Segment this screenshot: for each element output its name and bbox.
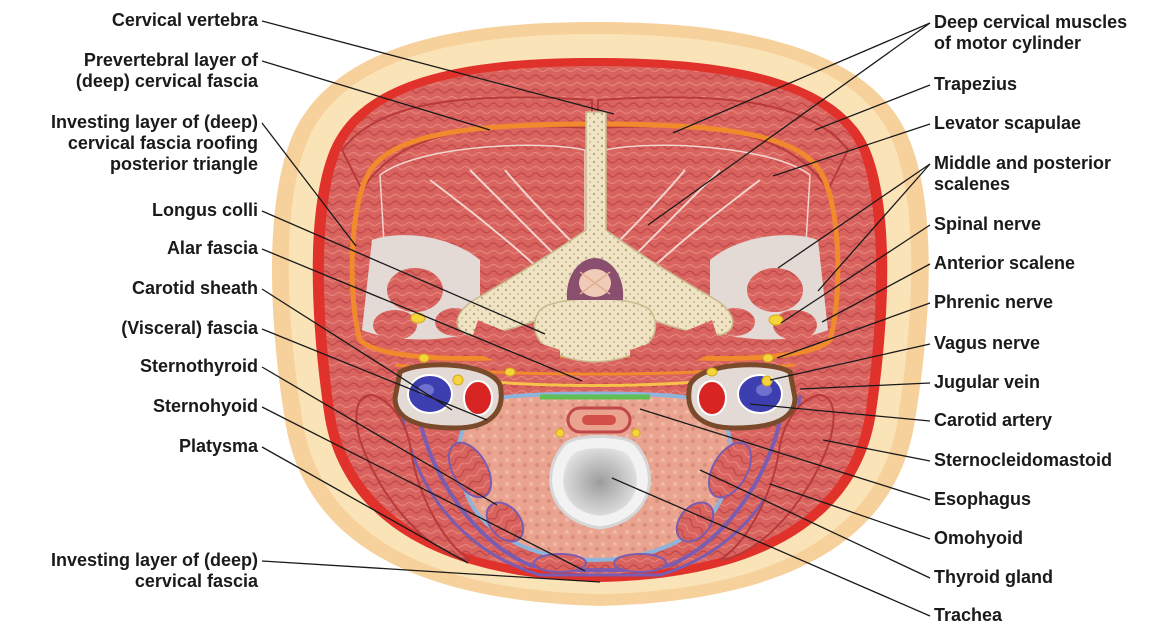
label-visceral-fascia: (Visceral) fascia xyxy=(121,318,258,339)
label-alar-fascia: Alar fascia xyxy=(167,238,258,259)
carotid-artery-right xyxy=(698,381,726,415)
label-omohyoid: Omohyoid xyxy=(934,528,1023,549)
label-investing-layer-roof: Investing layer of (deep)cervical fascia… xyxy=(51,112,258,175)
label-carotid-sheath: Carotid sheath xyxy=(132,278,258,299)
spinal-nerve-right xyxy=(769,315,783,325)
phrenic-nerve-right xyxy=(763,354,773,362)
label-sternothyroid: Sternothyroid xyxy=(140,356,258,377)
phrenic-nerve-left xyxy=(419,354,429,362)
label-prevertebral-layer: Prevertebral layer of(deep) cervical fas… xyxy=(76,50,258,92)
label-spinal-nerve: Spinal nerve xyxy=(934,214,1041,235)
label-levator-scapulae: Levator scapulae xyxy=(934,113,1081,134)
carotid-artery-left xyxy=(464,381,492,415)
label-cervical-vertebra: Cervical vertebra xyxy=(112,10,258,31)
label-sternohyoid: Sternohyoid xyxy=(153,396,258,417)
label-trapezius: Trapezius xyxy=(934,74,1017,95)
label-jugular-vein: Jugular vein xyxy=(934,372,1040,393)
label-sternocleidomastoid: Sternocleidomastoid xyxy=(934,450,1112,471)
label-trachea: Trachea xyxy=(934,605,1002,626)
vagus-nerve-right xyxy=(762,376,772,386)
label-phrenic-nerve: Phrenic nerve xyxy=(934,292,1053,313)
label-esophagus: Esophagus xyxy=(934,489,1031,510)
label-thyroid-gland: Thyroid gland xyxy=(934,567,1053,588)
spinal-nerve-left xyxy=(411,313,425,323)
label-platysma: Platysma xyxy=(179,436,258,457)
vagus-nerve-left xyxy=(453,375,463,385)
label-anterior-scalene: Anterior scalene xyxy=(934,253,1075,274)
label-longus-colli: Longus colli xyxy=(152,200,258,221)
label-carotid-artery: Carotid artery xyxy=(934,410,1052,431)
label-investing-layer: Investing layer of (deep)cervical fascia xyxy=(51,550,258,592)
label-vagus-nerve: Vagus nerve xyxy=(934,333,1040,354)
